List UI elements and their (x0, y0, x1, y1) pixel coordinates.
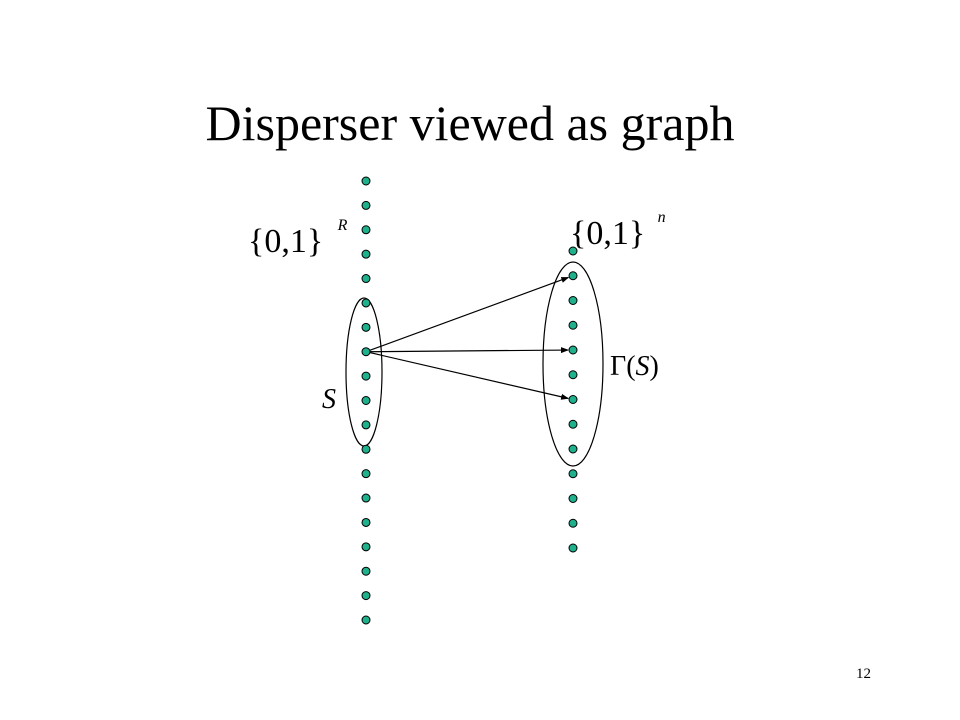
left-node-17 (361, 566, 371, 576)
slide-title: Disperser viewed as graph (205, 95, 735, 151)
right-node-11 (568, 494, 578, 503)
left-node-6 (361, 298, 371, 308)
right-set-base: {0,1} (570, 215, 645, 252)
left-node-10 (361, 396, 371, 405)
right-node-12 (568, 518, 578, 528)
edge-arrow-3 (365, 351, 570, 400)
edges-group (365, 276, 570, 400)
edge-arrow-2 (365, 347, 570, 354)
right-node-1 (568, 246, 578, 256)
left-node-16 (361, 542, 371, 552)
left-node-14 (361, 493, 371, 503)
right-node-9 (568, 444, 578, 454)
left-node-18 (361, 591, 371, 601)
right-node-8 (568, 419, 578, 429)
image-label-var: S (636, 351, 650, 382)
right-node-2 (568, 271, 578, 281)
image-label-suffix: ) (650, 351, 659, 382)
left-node-4 (361, 249, 371, 259)
left-set-exponent: R (337, 217, 348, 234)
left-node-2 (361, 200, 371, 210)
right-nodes-group (568, 246, 578, 553)
subset-label: S (322, 384, 336, 415)
edge-arrow-1 (365, 276, 570, 353)
image-label-prefix: Γ( (610, 351, 636, 382)
right-set-exponent: n (658, 209, 666, 226)
left-node-3 (361, 225, 371, 235)
right-node-6 (568, 370, 578, 380)
image-gamma-s-ellipse (542, 261, 604, 467)
left-set-base: {0,1} (248, 223, 323, 260)
right-node-13 (568, 543, 578, 553)
right-set-label: {0,1} n (570, 209, 666, 252)
left-node-9 (361, 371, 371, 381)
left-node-13 (361, 469, 371, 479)
right-node-10 (568, 469, 578, 479)
left-node-15 (361, 517, 371, 527)
left-node-12 (361, 444, 371, 454)
left-node-8 (361, 347, 371, 357)
right-node-7 (568, 395, 578, 404)
image-label: Γ(S) (610, 351, 659, 382)
right-node-3 (568, 296, 578, 305)
left-node-1 (361, 176, 371, 186)
left-node-19 (361, 615, 371, 625)
left-node-11 (361, 420, 371, 430)
page-number: 12 (856, 666, 871, 682)
left-nodes-group (361, 176, 371, 625)
left-node-5 (361, 274, 371, 284)
left-node-7 (361, 322, 371, 332)
right-node-4 (568, 320, 578, 330)
left-set-label: {0,1} R (248, 217, 348, 260)
right-node-5 (568, 345, 578, 355)
